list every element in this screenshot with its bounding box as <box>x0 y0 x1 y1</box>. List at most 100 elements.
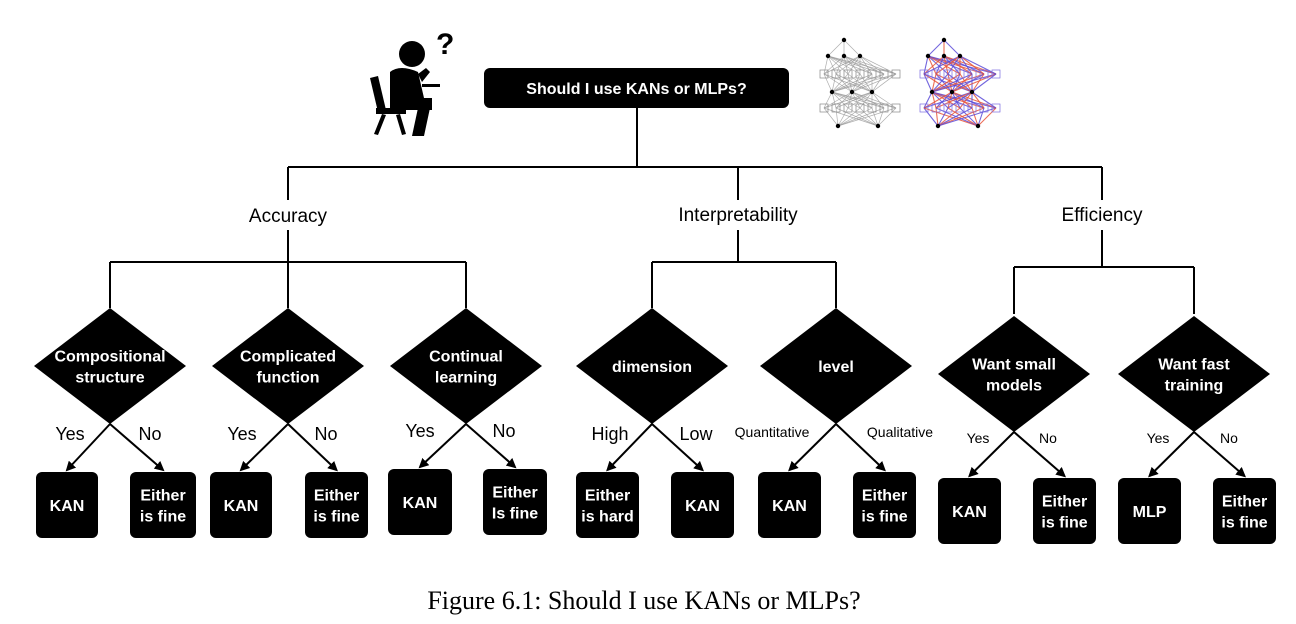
result-text: KAN <box>685 498 720 515</box>
decision-diamond <box>938 316 1090 432</box>
result-text: is hard <box>581 509 633 526</box>
result-box-right <box>1213 478 1276 544</box>
result-text: Either <box>862 488 907 505</box>
decision-question-text: level <box>818 359 854 376</box>
result-text: is fine <box>1221 515 1267 532</box>
arrow-left <box>1148 431 1195 478</box>
arrow-right <box>651 423 704 472</box>
decision-question-text: Continual <box>429 349 503 366</box>
arrow-left <box>418 423 467 469</box>
branch-label-right: Qualitative <box>867 424 933 440</box>
result-text: Either <box>1042 494 1087 511</box>
result-box-left <box>758 472 821 538</box>
arrow-right <box>835 423 886 472</box>
root-question-box <box>484 68 789 108</box>
result-text: KAN <box>50 498 85 515</box>
result-box-left <box>388 469 452 535</box>
branch-label-left: Quantitative <box>735 424 810 440</box>
thinking-person-icon <box>370 41 440 136</box>
arrow-right <box>287 423 338 472</box>
decision-question-text: dimension <box>612 359 692 376</box>
result-box-left <box>938 478 1001 544</box>
result-box-left <box>36 472 98 538</box>
branch-label-right: No <box>492 421 515 441</box>
decision-question-text: structure <box>75 370 144 387</box>
result-text: MLP <box>1133 504 1167 521</box>
result-text: Either <box>492 485 537 502</box>
arrow-left <box>606 423 653 472</box>
result-text: KAN <box>952 504 987 521</box>
decision-question-text: Want small <box>972 357 1056 374</box>
arrow-left <box>788 423 837 472</box>
decision-diamond <box>212 308 364 424</box>
category-label-accuracy: Accuracy <box>249 206 328 227</box>
result-text: KAN <box>224 498 259 515</box>
decision-diamond <box>34 308 186 424</box>
arrow-right <box>1193 431 1247 478</box>
kan-network-icon-colored <box>919 37 1001 129</box>
result-text: is fine <box>861 509 907 526</box>
root-question-label: Should I use KANs or MLPs? <box>526 81 746 98</box>
arrow-right <box>465 423 517 469</box>
result-box-right <box>130 472 196 538</box>
branch-label-left: High <box>591 424 628 444</box>
result-text: Either <box>1222 494 1267 511</box>
decision-question-text: Compositional <box>54 349 165 366</box>
arrow-left <box>65 423 111 472</box>
result-text: Either <box>314 488 359 505</box>
result-box-left <box>576 472 639 538</box>
result-box-left <box>1118 478 1181 544</box>
branch-label-left: Yes <box>405 421 434 441</box>
result-text: KAN <box>772 498 807 515</box>
branch-label-left: Yes <box>1147 430 1170 446</box>
decision-question-text: training <box>1165 378 1224 395</box>
decision-question-text: Complicated <box>240 349 336 366</box>
decision-diamond <box>390 308 542 424</box>
result-text: KAN <box>403 495 438 512</box>
branch-label-right: No <box>314 424 337 444</box>
result-box-right <box>1033 478 1096 544</box>
branch-label-right: No <box>1220 430 1238 446</box>
decision-diamond <box>760 308 912 424</box>
branch-label-left: Yes <box>967 430 990 446</box>
result-box-right <box>483 469 547 535</box>
arrow-right <box>1013 431 1067 478</box>
result-box-left <box>210 472 272 538</box>
figure-caption: Figure 6.1: Should I use KANs or MLPs? <box>427 586 860 615</box>
decision-diamond <box>576 308 728 424</box>
decision-question-text: learning <box>435 370 497 387</box>
arrow-right <box>109 423 165 472</box>
decision-diamond <box>1118 316 1270 432</box>
result-text: Either <box>585 488 630 505</box>
decision-question-text: Want fast <box>1158 357 1230 374</box>
arrow-left <box>968 431 1015 478</box>
kan-network-icon-gray <box>819 37 901 129</box>
tree-connectors <box>109 108 1195 314</box>
branch-label-right: Low <box>679 424 713 444</box>
decision-question-text: models <box>986 378 1042 395</box>
result-text: Either <box>140 488 185 505</box>
result-box-right <box>671 472 734 538</box>
arrow-left <box>239 423 289 472</box>
branch-label-left: Yes <box>227 424 256 444</box>
result-text: Is fine <box>492 506 538 523</box>
result-box-right <box>305 472 368 538</box>
result-box-right <box>853 472 916 538</box>
branch-label-right: No <box>138 424 161 444</box>
branch-label-left: Yes <box>55 424 84 444</box>
result-text: is fine <box>1041 515 1087 532</box>
question-mark: ? <box>436 28 454 61</box>
result-text: is fine <box>313 509 359 526</box>
result-text: is fine <box>140 509 186 526</box>
category-label-efficiency: Efficiency <box>1062 205 1143 226</box>
branch-label-right: No <box>1039 430 1057 446</box>
